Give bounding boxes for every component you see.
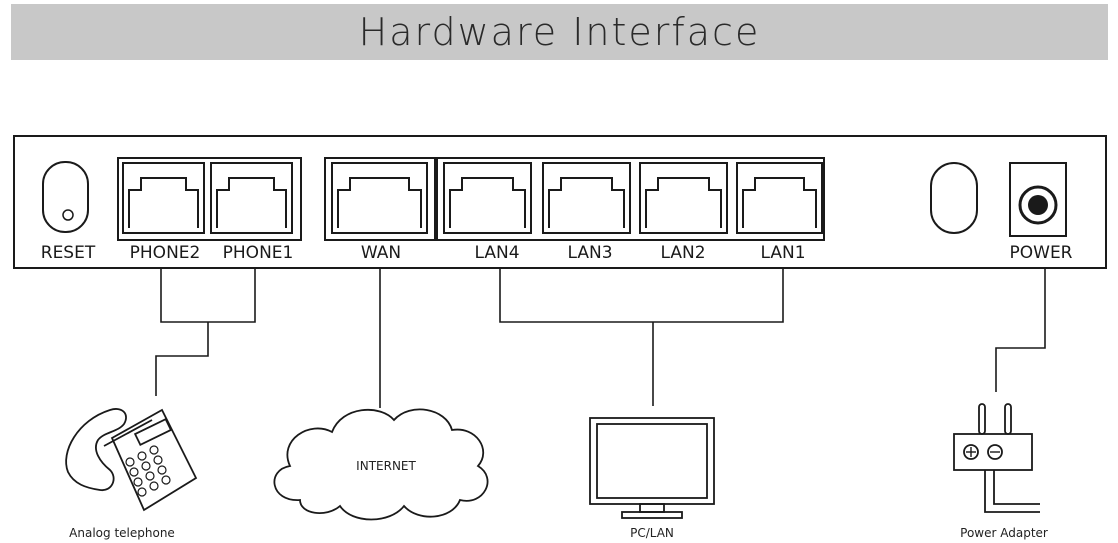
power-jack-ring [1018, 185, 1058, 225]
reset-button [42, 161, 89, 233]
lan2-port [639, 162, 728, 234]
lan3-label: LAN3 [567, 243, 613, 263]
lan2-label: LAN2 [660, 243, 706, 263]
telephone-icon [65, 408, 198, 512]
phone1-label: PHONE1 [222, 243, 294, 263]
lan1-port [736, 162, 823, 234]
power-label: POWER [1009, 243, 1073, 263]
internet-caption: INTERNET [356, 459, 416, 473]
connection-lines [155, 268, 1046, 408]
wan-port [331, 162, 428, 234]
adapter-caption: Power Adapter [960, 526, 1048, 540]
power-jack [1009, 162, 1067, 237]
reset-label: RESET [40, 243, 96, 263]
power-plug-icon [953, 403, 1040, 513]
power-jack-pin [1028, 195, 1048, 215]
wan-label: WAN [360, 243, 402, 263]
lan3-port [542, 162, 631, 234]
cloud-icon [273, 408, 489, 521]
reset-hole [62, 209, 74, 221]
router-panel [13, 135, 1107, 269]
telephone-caption: Analog telephone [69, 526, 175, 540]
lan1-label: LAN1 [760, 243, 806, 263]
phone-port-group [117, 157, 302, 241]
phone2-port [122, 162, 205, 234]
phone2-label: PHONE2 [129, 243, 201, 263]
pc-caption: PC/LAN [630, 526, 674, 540]
lan4-port [443, 162, 532, 234]
wan-port-group [324, 157, 436, 241]
lan4-label: LAN4 [474, 243, 520, 263]
page-title: Hardware Interface [358, 10, 761, 54]
power-switch [930, 162, 978, 234]
lan-port-group [436, 157, 825, 241]
monitor-icon [589, 417, 715, 519]
phone1-port [210, 162, 293, 234]
title-bar: Hardware Interface [11, 4, 1108, 60]
